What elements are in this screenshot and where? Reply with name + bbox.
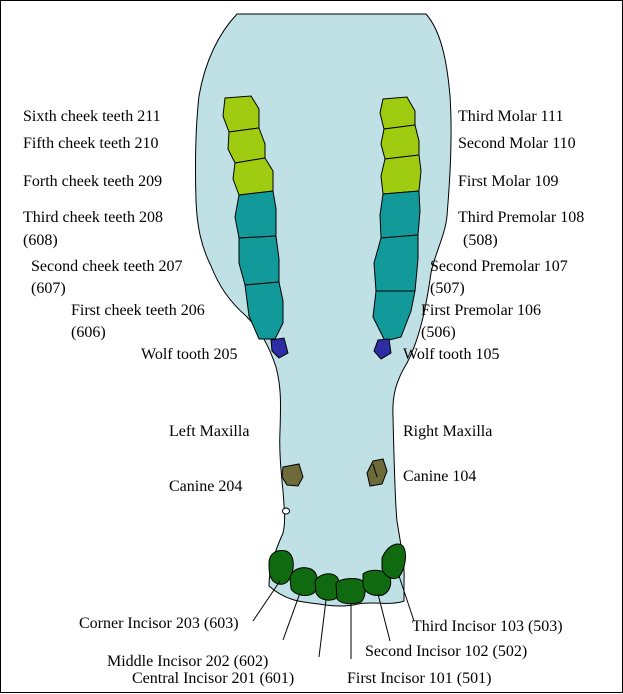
tooth-210 xyxy=(228,128,265,163)
leader-203 xyxy=(253,581,280,621)
tooth-107 xyxy=(374,235,418,291)
tooth-110 xyxy=(381,125,419,159)
label-tooth-107-alt: (507) xyxy=(430,279,465,298)
label-tooth-108: Third Premolar 108 xyxy=(458,208,584,227)
label-tooth-209: Forth cheek teeth 209 xyxy=(23,172,162,191)
label-tooth-207: Second cheek teeth 207 xyxy=(31,257,183,276)
label-tooth-109: First Molar 109 xyxy=(458,172,558,191)
label-right-maxilla: Right Maxilla xyxy=(403,422,492,441)
label-tooth-101: First Incisor 101 (501) xyxy=(347,669,491,688)
label-tooth-111: Third Molar 111 xyxy=(458,107,563,126)
label-tooth-106-alt: (506) xyxy=(421,323,456,342)
tooth-202 xyxy=(290,568,317,596)
label-tooth-207-alt: (607) xyxy=(31,279,66,298)
small-circle-marker xyxy=(283,508,290,514)
tooth-101 xyxy=(336,579,365,604)
label-tooth-104: Canine 104 xyxy=(403,467,476,486)
label-tooth-108-alt: (508) xyxy=(463,231,498,250)
label-tooth-110: Second Molar 110 xyxy=(458,134,576,153)
leader-202 xyxy=(283,593,300,640)
tooth-207 xyxy=(239,236,279,285)
tooth-108 xyxy=(380,191,420,238)
label-left-maxilla: Left Maxilla xyxy=(169,422,249,441)
label-tooth-201: Central Incisor 201 (601) xyxy=(132,669,294,688)
label-tooth-106: First Premolar 106 xyxy=(421,301,541,320)
tooth-208 xyxy=(235,191,276,238)
label-tooth-206-alt: (606) xyxy=(71,323,106,342)
tooth-209 xyxy=(233,158,273,195)
label-tooth-210: Fifth cheek teeth 210 xyxy=(23,134,159,153)
label-tooth-205: Wolf tooth 205 xyxy=(141,345,237,364)
tooth-111 xyxy=(380,97,415,129)
label-tooth-103: Third Incisor 103 (503) xyxy=(412,617,563,636)
label-tooth-102: Second Incisor 102 (502) xyxy=(365,642,527,661)
tooth-109 xyxy=(381,155,421,194)
label-tooth-208-alt: (608) xyxy=(23,231,58,250)
label-tooth-206: First cheek teeth 206 xyxy=(71,301,205,320)
label-tooth-211: Sixth cheek teeth 211 xyxy=(23,107,161,126)
tooth-203 xyxy=(269,551,293,585)
label-tooth-105: Wolf tooth 105 xyxy=(403,345,499,364)
tooth-204-canine xyxy=(282,464,303,486)
label-tooth-107: Second Premolar 107 xyxy=(430,257,568,276)
leader-201 xyxy=(319,600,326,657)
label-tooth-203: Corner Incisor 203 (603) xyxy=(79,614,239,633)
label-tooth-208: Third cheek teeth 208 xyxy=(23,208,163,227)
label-tooth-204: Canine 204 xyxy=(169,477,242,496)
tooth-206 xyxy=(245,282,283,339)
tooth-211 xyxy=(223,96,259,132)
